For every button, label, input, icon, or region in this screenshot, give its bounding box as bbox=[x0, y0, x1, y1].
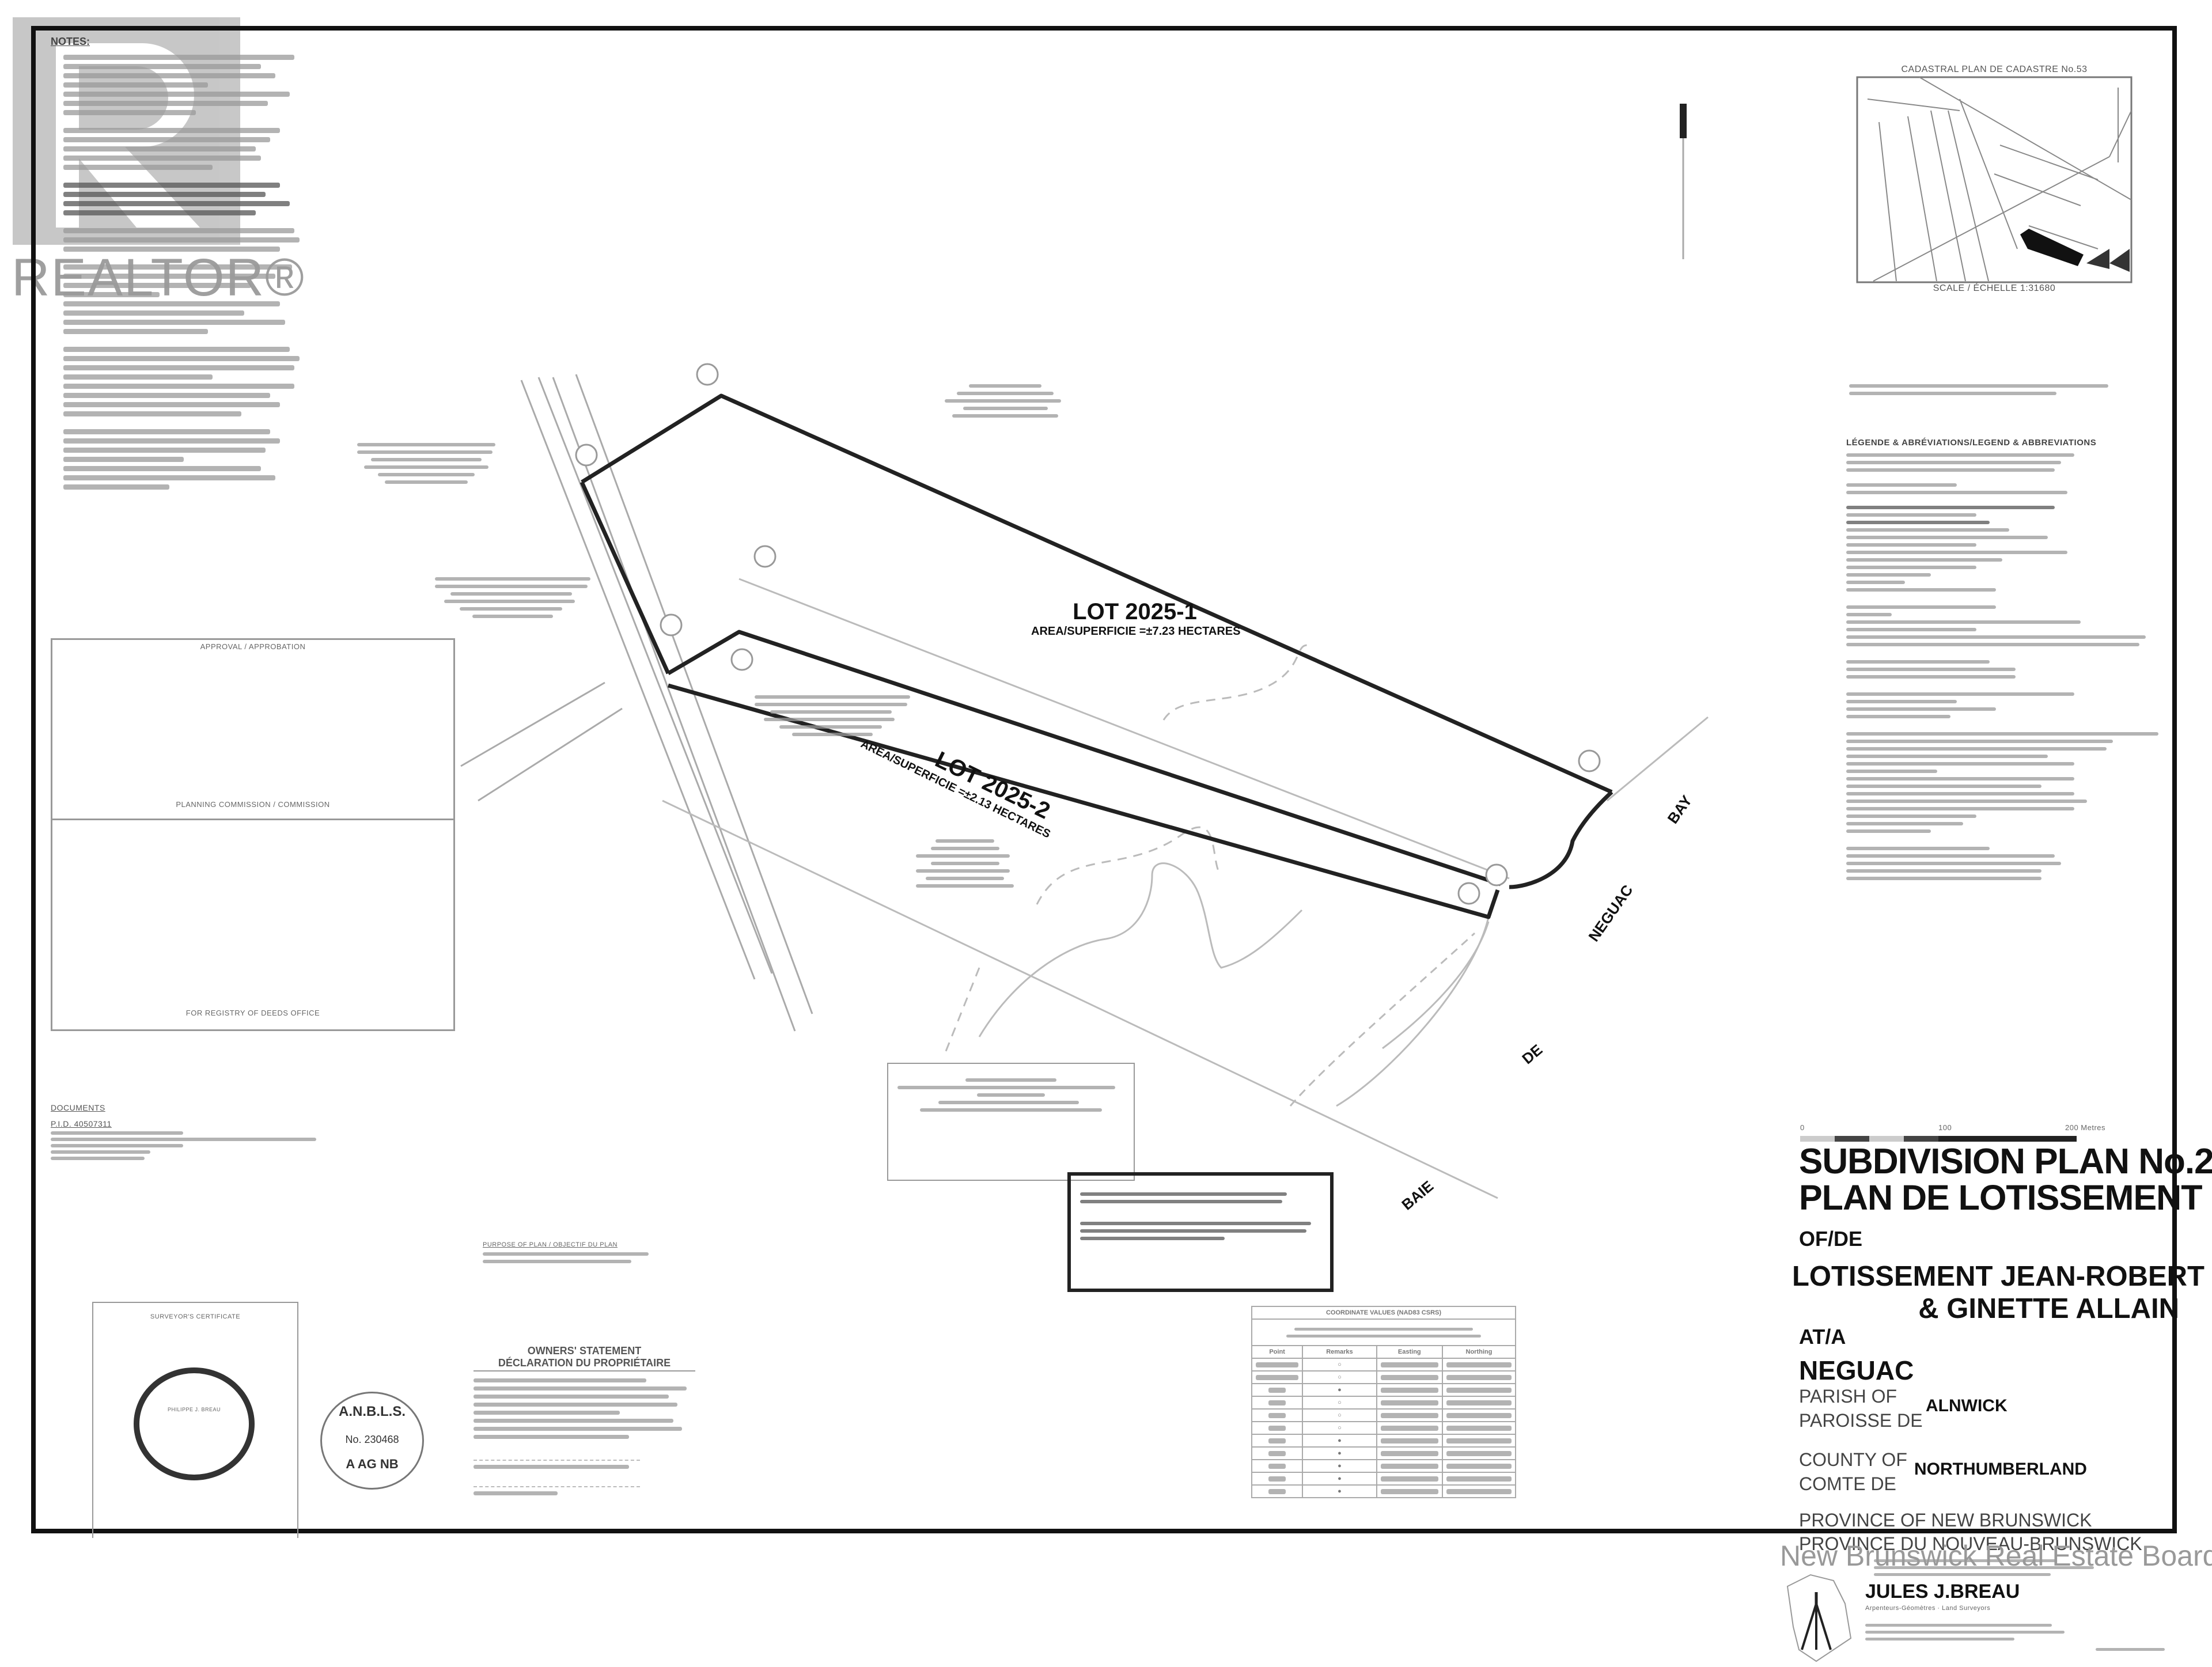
cadastral-scale: SCALE / ÉCHELLE 1:31680 bbox=[1933, 283, 2056, 293]
survey-points bbox=[575, 363, 1601, 905]
table-row: ○ bbox=[1251, 1396, 1517, 1410]
north-arrow-icon bbox=[1680, 104, 1687, 259]
purpose-heading: PURPOSE OF PLAN / OBJECTIF DU PLAN bbox=[483, 1241, 618, 1248]
coordinate-table: COORDINATE VALUES (NAD83 CSRS) Point Rem… bbox=[1251, 1306, 1517, 1498]
documents-pid: P.I.D. 40507311 bbox=[51, 1119, 112, 1128]
easement-label-3 bbox=[755, 691, 910, 740]
owners-statement: OWNERS' STATEMENT DÉCLARATION DU PROPRIÉ… bbox=[474, 1345, 695, 1499]
adjacent-lot-label bbox=[916, 835, 1014, 892]
county-value: NORTHUMBERLAND bbox=[1914, 1460, 2087, 1479]
notes-body bbox=[51, 55, 304, 490]
surveyor-firm: JULES J.BREAU bbox=[1865, 1581, 2020, 1603]
scale-bar: 0 100 200 Metres bbox=[1800, 1123, 2105, 1142]
cadastral-title: CADASTRAL PLAN DE CADASTRE No.53 bbox=[1901, 65, 2088, 74]
approval-box: APPROVAL / APPROBATION PLANNING COMMISSI… bbox=[51, 638, 455, 1031]
surveyor-certificate-heading: SURVEYOR'S CERTIFICATE bbox=[150, 1313, 241, 1320]
scale-tick-100: 100 bbox=[1938, 1123, 1952, 1132]
lot-2025-1-name: LOT 2025-1 bbox=[1073, 599, 1197, 624]
north-neighbor-label bbox=[945, 380, 1066, 422]
anbls-seal-icon: A.N.B.L.S. No. 230468 A AG NB bbox=[320, 1392, 424, 1490]
plan-border bbox=[31, 26, 2177, 1533]
notes-section: NOTES: bbox=[51, 36, 304, 494]
plan-drawing bbox=[460, 104, 1709, 1199]
approval-heading: APPROVAL / APPROBATION bbox=[200, 642, 306, 651]
easement-label-1 bbox=[357, 439, 495, 488]
table-row: ● bbox=[1251, 1434, 1517, 1448]
surveyor-tripod-icon bbox=[1786, 1574, 1852, 1662]
table-row: ○ bbox=[1251, 1358, 1517, 1372]
cadastral-note bbox=[1849, 380, 2108, 399]
wetland-line bbox=[944, 644, 1308, 1055]
surveyor-sub: Arpenteurs-Géomètres · Land Surveyors bbox=[1865, 1605, 1991, 1612]
title-line-1: SUBDIVISION PLAN No.2025-1 bbox=[1799, 1142, 2212, 1181]
table-row: ● bbox=[1251, 1459, 1517, 1473]
documents-heading: DOCUMENTS bbox=[51, 1103, 105, 1112]
title-at-a: AT/A bbox=[1799, 1325, 1846, 1349]
cadastral-inset: CADASTRAL PLAN DE CADASTRE No.53 SCALE /… bbox=[1856, 65, 2133, 294]
parish-label-en: PARISH OF bbox=[1799, 1386, 1897, 1407]
cadastral-map bbox=[1856, 76, 2133, 283]
parish-label-fr: PAROISSE DE bbox=[1799, 1410, 1923, 1431]
col-point: Point bbox=[1251, 1345, 1304, 1359]
lot-2025-1-area: AREA/SUPERFICIE =±7.23 HECTARES bbox=[1031, 625, 1241, 638]
coastline bbox=[1382, 921, 1490, 1050]
documents-section: DOCUMENTS P.I.D. 40507311 bbox=[51, 1103, 327, 1163]
planning-commission-label: PLANNING COMMISSION / COMMISSION bbox=[176, 800, 330, 809]
table-row: ○ bbox=[1251, 1370, 1517, 1384]
county-label-fr: COMTE DE bbox=[1799, 1473, 1896, 1495]
easement-label-2 bbox=[435, 573, 590, 622]
scale-tick-0: 0 bbox=[1800, 1123, 1805, 1132]
legend-title: LÉGENDE & ABRÉVIATIONS/LEGEND & ABBREVIA… bbox=[1846, 438, 2097, 448]
subdivision-name-2: & GINETTE ALLAIN bbox=[1918, 1293, 2179, 1325]
easement-lines bbox=[662, 578, 1709, 1199]
county-label-en: COUNTY OF bbox=[1799, 1449, 1907, 1471]
owners-statement-heading-fr: DÉCLARATION DU PROPRIÉTAIRE bbox=[474, 1357, 695, 1372]
notes-heading: NOTES: bbox=[51, 36, 90, 47]
parish-value: ALNWICK bbox=[1926, 1396, 2008, 1416]
table-row: ● bbox=[1251, 1484, 1517, 1498]
title-block: SUBDIVISION PLAN No.2025-1 PLAN DE LOTIS… bbox=[1786, 1112, 2212, 1667]
lot-boundaries bbox=[579, 393, 1613, 919]
table-row: ● bbox=[1251, 1383, 1517, 1397]
title-place: NEGUAC bbox=[1799, 1355, 1914, 1386]
realtor-r-icon bbox=[56, 43, 200, 228]
title-line-2: PLAN DE LOTISSEMENT No.2025-1 bbox=[1799, 1178, 2212, 1218]
col-easting: Easting bbox=[1376, 1345, 1443, 1359]
province-en: PROVINCE OF NEW BRUNSWICK bbox=[1799, 1510, 2092, 1531]
owners-statement-heading-en: OWNERS' STATEMENT bbox=[527, 1345, 642, 1357]
purpose-section: PURPOSE OF PLAN / OBJECTIF DU PLAN bbox=[483, 1241, 656, 1267]
col-northing: Northing bbox=[1441, 1345, 1517, 1359]
title-of-de: OF/DE bbox=[1799, 1227, 1863, 1251]
creek-line bbox=[978, 862, 1303, 1037]
surveyor-certificate-box: SURVEYOR'S CERTIFICATE PHILIPPE J. BREAU bbox=[92, 1302, 298, 1538]
coordinate-table-title: COORDINATE VALUES (NAD83 CSRS) bbox=[1251, 1306, 1516, 1320]
table-row: ○ bbox=[1251, 1408, 1517, 1422]
table-row: ● bbox=[1251, 1472, 1517, 1486]
scale-tick-200: 200 Metres bbox=[2065, 1123, 2106, 1132]
table-row: ● bbox=[1251, 1446, 1517, 1460]
col-remarks: Remarks bbox=[1302, 1345, 1377, 1359]
province-fr: PROVINCE DU NOUVEAU-BRUNSWICK bbox=[1799, 1533, 2142, 1555]
regulation-note-box bbox=[1067, 1172, 1334, 1292]
legend-section: LÉGENDE & ABRÉVIATIONS/LEGEND & ABBREVIA… bbox=[1846, 438, 2172, 884]
registry-label: FOR REGISTRY OF DEEDS OFFICE bbox=[185, 1009, 320, 1017]
table-row: ○ bbox=[1251, 1421, 1517, 1435]
legend-entries bbox=[1846, 453, 2172, 880]
surveyor-seal-icon: PHILIPPE J. BREAU bbox=[134, 1367, 255, 1480]
lot-2025-1-label: LOT 2025-1 AREA/SUPERFICIE =±7.23 HECTAR… bbox=[1031, 599, 1241, 638]
wetland-note-box bbox=[887, 1063, 1135, 1181]
subdivision-name-1: LOTISSEMENT JEAN-ROBERT BASQUE bbox=[1792, 1261, 2212, 1293]
board-watermark: New Brunswick Real Estate Board bbox=[1780, 1540, 2212, 1572]
